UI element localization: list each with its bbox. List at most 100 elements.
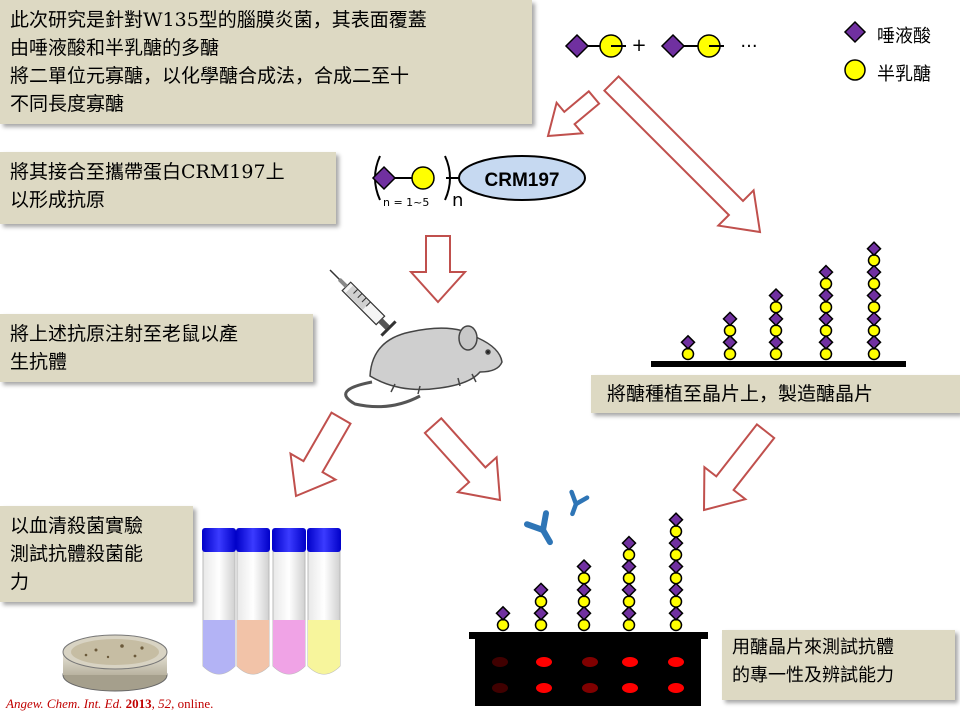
sialic-acid-diamond	[668, 512, 684, 528]
sialic-acid-diamond	[866, 241, 882, 257]
note-conjugation: 將其接合至攜帶蛋白CRM197上 以形成抗原	[0, 152, 336, 224]
sialic-acid-diamond	[533, 605, 549, 621]
sialic-acid-diamond	[668, 582, 684, 598]
test-tube-cap	[236, 528, 270, 552]
mouse-icon	[344, 325, 503, 409]
sialic-acid-diamond	[621, 605, 637, 621]
galactose-circle	[769, 347, 783, 361]
arrow-to-glycan-array	[602, 74, 762, 234]
galactose-circle	[411, 166, 435, 190]
galactose-circle	[723, 324, 737, 337]
fluorescence-spot	[668, 683, 684, 693]
sialic-acid-diamond	[866, 264, 882, 280]
test-tube-cap	[202, 528, 236, 552]
test-tubes	[202, 528, 341, 675]
galactose-circle	[622, 595, 636, 608]
galactose-circle	[819, 300, 833, 314]
citation-rest: , online.	[171, 696, 214, 711]
sialic-acid-diamond	[818, 311, 834, 327]
sialic-acid-diamond	[576, 582, 592, 598]
sialic-acid-diamond	[371, 165, 397, 191]
legend-galactose-label: 半乳醣	[877, 64, 931, 85]
fluorescence-spot	[536, 683, 552, 693]
test-tube-liquid	[203, 620, 235, 674]
sialic-acid-diamond	[660, 33, 686, 59]
flow-arrows	[289, 74, 776, 512]
antibody-icon	[523, 510, 553, 546]
glycan-array-top	[651, 241, 906, 367]
galactose-circle	[867, 300, 881, 314]
plus-sign: +	[631, 35, 646, 56]
fluorescence-spot	[622, 657, 638, 667]
galactose-circle	[577, 618, 591, 632]
arrow-from-glycan-array	[702, 422, 776, 512]
sialic-acid-diamond	[818, 287, 834, 304]
fluorescence-spot	[492, 657, 508, 667]
fluorescence-spot	[582, 683, 598, 693]
array-slide-top	[469, 632, 708, 639]
crm197-label: CRM197	[485, 170, 560, 191]
galactose-circle	[769, 300, 783, 314]
sialic-acid-diamond	[576, 605, 592, 621]
galactose-circle	[622, 618, 636, 632]
test-tube-liquid	[237, 620, 269, 674]
legend	[843, 20, 867, 81]
fluorescence-spot	[668, 657, 684, 667]
sialic-acid-diamond	[768, 334, 784, 350]
sialic-acid-diamond	[818, 334, 834, 350]
galactose-circle	[867, 254, 881, 267]
sialic-acid-diamond	[621, 558, 637, 575]
sialic-acid-diamond	[866, 287, 882, 304]
galactose-circle	[819, 324, 833, 337]
sialic-acid-diamond	[818, 264, 834, 280]
sialic-acid-diamond	[621, 582, 637, 598]
repeat-subscript: n	[452, 190, 463, 211]
test-tube-liquid	[273, 620, 305, 674]
sialic-acid-diamond	[722, 311, 738, 327]
galactose-circle	[723, 347, 737, 361]
sialic-acid-diamond	[680, 334, 696, 350]
galactose-circle	[819, 347, 833, 361]
galactose-circle	[669, 571, 683, 585]
citation-year: 2013	[125, 696, 152, 711]
fluorescence-spot	[492, 683, 508, 693]
galactose-circle	[622, 548, 636, 562]
fluorescence-spots	[492, 657, 684, 693]
ellipsis: ···	[740, 36, 757, 57]
crm197-conjugate: CRM197 n = 1~5 n	[371, 155, 586, 211]
sialic-acid-diamond	[668, 535, 684, 551]
galactose-circle	[577, 595, 591, 608]
disaccharide-units	[564, 33, 724, 59]
repeat-range-label: n = 1~5	[383, 196, 429, 209]
arrow-to-array-testing	[423, 416, 502, 502]
petri-dish-icon	[62, 634, 168, 692]
citation-volume: 52	[158, 696, 172, 711]
fluorescence-spot	[622, 683, 638, 693]
test-tube-cap	[307, 528, 341, 552]
antibody-arm	[540, 510, 550, 533]
array-slide	[651, 361, 906, 367]
sialic-acid-diamond	[564, 33, 590, 59]
arrow-to-mouse	[408, 235, 468, 304]
sialic-acid-diamond	[576, 558, 592, 575]
galactose-circle	[867, 277, 881, 291]
sialic-acid-diamond	[768, 311, 784, 327]
galactose-circle	[669, 618, 683, 632]
antibodies	[523, 489, 590, 546]
fluorescence-spot	[536, 657, 552, 667]
galactose-circle	[681, 347, 695, 361]
antibody-icon	[569, 489, 590, 517]
legend-sialic-diamond	[843, 20, 867, 44]
note-bactericidal-assay: 以血清殺菌實驗 測試抗體殺菌能 力	[0, 506, 193, 602]
sialic-acid-diamond	[768, 287, 784, 304]
galactose-circle	[669, 525, 683, 538]
sialic-acid-diamond	[866, 334, 882, 350]
fluorescence-spot	[582, 657, 598, 667]
legend-sialic-label: 唾液酸	[877, 26, 931, 47]
note-glycan-array: 將醣種植至晶片上，製造醣晶片	[591, 375, 960, 413]
galactose-circle	[867, 347, 881, 361]
galactose-circle	[819, 277, 833, 291]
galactose-circle	[669, 548, 683, 562]
galactose-circle	[534, 618, 548, 632]
